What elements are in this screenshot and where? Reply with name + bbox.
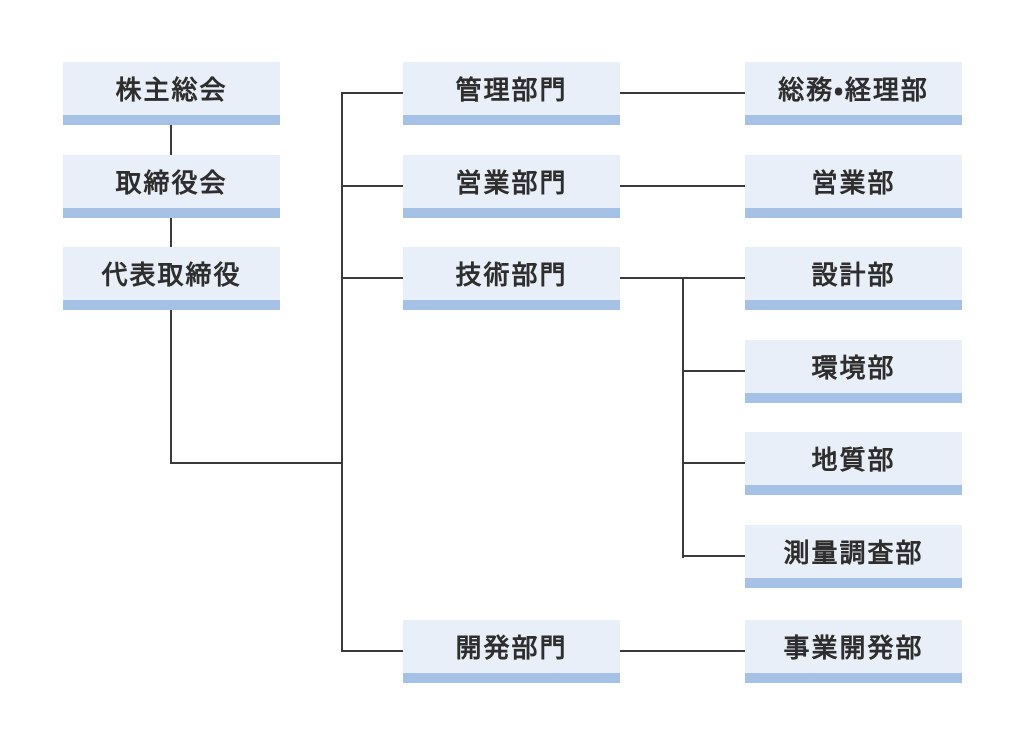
connector-line-board-to-director — [170, 218, 172, 247]
connector-line-development-to-dept — [620, 650, 745, 652]
connector-line-trunk-to-sales — [343, 185, 403, 187]
org-node-environment-dept: 環境部 — [745, 340, 962, 403]
org-node-geology-dept: 地質部 — [745, 432, 962, 495]
org-node-sales-dept: 営業部 — [745, 155, 962, 218]
connector-line-trunk-to-development — [343, 650, 403, 652]
connector-line-sales-to-dept — [620, 185, 745, 187]
org-node-board-of-directors: 取締役会 — [63, 155, 280, 218]
connector-line-main-trunk — [341, 92, 343, 652]
org-node-design-dept: 設計部 — [745, 247, 962, 310]
org-node-sales-division: 営業部門 — [403, 155, 620, 218]
connector-line-subtrunk-to-environment — [684, 370, 745, 372]
org-node-shareholders-meeting: 株主総会 — [63, 62, 280, 125]
connector-line-trunk-to-admin — [343, 92, 403, 94]
connector-line-director-to-trunk — [170, 462, 343, 464]
connector-line-subtrunk-to-geology — [684, 462, 745, 464]
org-node-engineering-division: 技術部門 — [403, 247, 620, 310]
connector-line-meeting-to-board — [170, 125, 172, 155]
connector-line-subtrunk-to-survey — [684, 555, 745, 557]
org-node-representative-director: 代表取締役 — [63, 247, 280, 310]
connector-line-engineering-subtrunk — [682, 277, 684, 558]
connector-line-admin-to-dept — [620, 92, 745, 94]
org-node-business-development-dept: 事業開発部 — [745, 620, 962, 683]
org-node-development-division: 開発部門 — [403, 620, 620, 683]
org-node-survey-research-dept: 測量調査部 — [745, 525, 962, 588]
org-node-admin-division: 管理部門 — [403, 62, 620, 125]
org-node-general-affairs-accounting-dept: 総務・経理部 — [745, 62, 962, 125]
connector-line-trunk-to-engineering — [343, 277, 403, 279]
connector-line-director-drop — [170, 310, 172, 464]
